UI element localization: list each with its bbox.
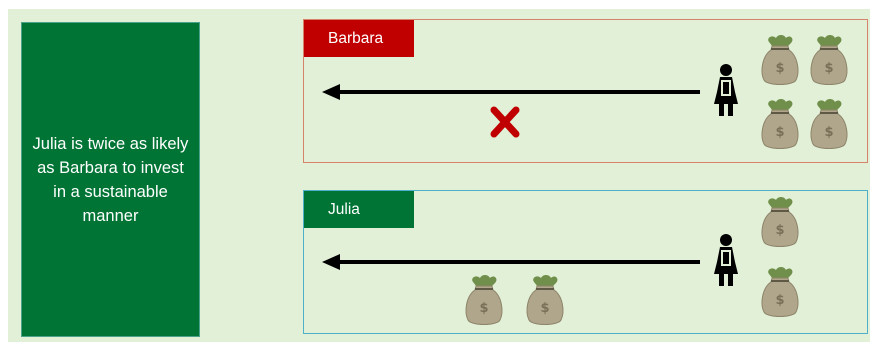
money-bag-icon [761, 266, 799, 318]
person-icon [714, 234, 738, 286]
summary-text: Julia is twice as likely as Barbara to i… [32, 134, 189, 225]
julia-label: Julia [304, 191, 414, 228]
barbara-arrow [322, 84, 700, 100]
julia-arrow [322, 254, 700, 270]
summary-box: Julia is twice as likely as Barbara to i… [21, 22, 200, 337]
barbara-label: Barbara [304, 20, 414, 57]
person-icon [714, 64, 738, 116]
money-bag-icon [810, 34, 848, 86]
money-bag-icon [810, 98, 848, 150]
red-cross-icon [490, 106, 520, 138]
money-bag-icon [761, 196, 799, 248]
money-bag-icon [761, 34, 799, 86]
money-bag-icon [526, 274, 564, 326]
money-bag-icon [761, 98, 799, 150]
money-bag-icon [465, 274, 503, 326]
